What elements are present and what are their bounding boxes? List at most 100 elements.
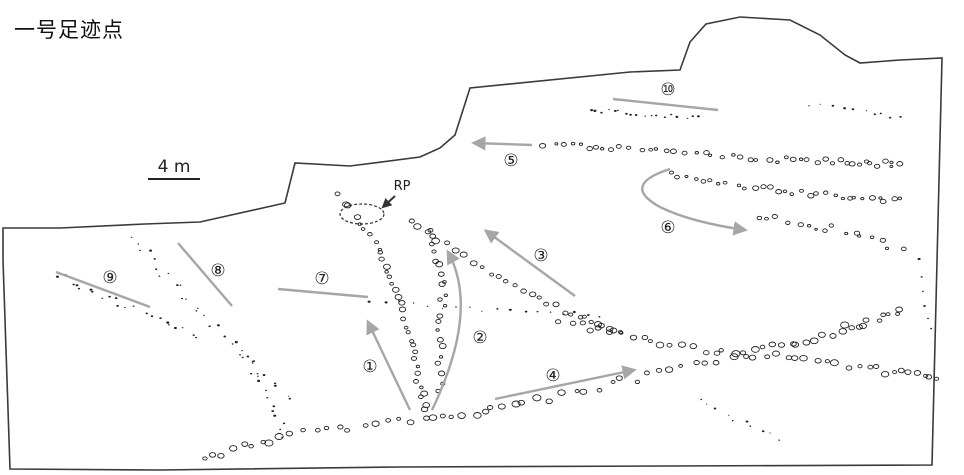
footprint xyxy=(377,250,384,255)
footprint xyxy=(777,342,786,348)
footprint xyxy=(555,319,562,325)
footprint xyxy=(435,318,442,324)
footprint xyxy=(512,283,518,288)
footprint xyxy=(703,150,710,156)
footprint xyxy=(124,306,126,309)
footprint xyxy=(828,223,834,228)
footprint xyxy=(605,325,614,332)
footprint xyxy=(802,339,811,346)
footprint xyxy=(132,305,135,307)
footprint xyxy=(892,370,898,375)
arrow-1 xyxy=(366,319,412,411)
footprint xyxy=(806,224,812,228)
footprint xyxy=(895,311,901,316)
footprint xyxy=(185,298,187,300)
footprint xyxy=(398,300,406,306)
footprint xyxy=(469,306,471,308)
trackway-label-5: ⑤ xyxy=(503,151,518,171)
footprint xyxy=(436,337,444,343)
footprint xyxy=(869,235,875,240)
footprint xyxy=(736,154,744,160)
footprint xyxy=(840,196,845,201)
footprint xyxy=(819,103,821,105)
footprint xyxy=(799,354,808,362)
footprint xyxy=(288,395,290,397)
footprint xyxy=(643,370,650,376)
footprint xyxy=(586,327,594,334)
trackway-label-6: ⑥ xyxy=(660,218,675,238)
trackway-label-2: ② xyxy=(472,328,487,348)
footprint xyxy=(853,230,861,236)
site-outline xyxy=(2,16,943,471)
footprint xyxy=(879,198,887,205)
footprint xyxy=(337,424,344,430)
footprint xyxy=(426,305,429,307)
footprint xyxy=(605,329,614,335)
footprint xyxy=(89,288,93,291)
trackway-label-3: ③ xyxy=(533,246,548,266)
footprint xyxy=(438,342,447,350)
footprint xyxy=(597,322,605,329)
footprint xyxy=(785,220,791,225)
footprint xyxy=(798,157,804,162)
footprint xyxy=(927,317,929,320)
footprint xyxy=(362,423,369,428)
footprint xyxy=(629,334,638,341)
footprint xyxy=(382,263,391,270)
footprint xyxy=(728,414,730,416)
footprint xyxy=(691,115,694,118)
reference-point-marker xyxy=(339,203,385,225)
footprint xyxy=(116,304,119,307)
site-title: 一号足迹点 xyxy=(14,18,124,42)
footprint xyxy=(625,112,628,115)
footprint xyxy=(889,116,892,119)
footprint xyxy=(371,420,380,427)
footprint xyxy=(517,399,525,406)
footprint xyxy=(437,271,445,277)
footprint xyxy=(862,317,870,323)
footprint xyxy=(814,160,821,166)
footprint xyxy=(889,160,894,165)
trackway-label-1: ① xyxy=(362,357,377,377)
footprint xyxy=(933,376,940,381)
footprint xyxy=(397,300,401,302)
footprint xyxy=(520,288,527,294)
footprint xyxy=(833,193,839,198)
footprint xyxy=(266,397,269,399)
arrow-5 xyxy=(471,136,533,151)
footprint-group xyxy=(56,103,940,461)
footprint xyxy=(615,375,623,381)
footprint xyxy=(799,188,804,193)
footprint xyxy=(663,148,670,154)
footprint xyxy=(264,439,274,447)
footprint xyxy=(608,108,610,111)
footprint xyxy=(414,370,421,376)
line-9 xyxy=(55,270,151,309)
footprint xyxy=(844,231,849,236)
footprint xyxy=(764,216,769,221)
footprint xyxy=(873,163,881,169)
footprint xyxy=(400,316,407,322)
footprint xyxy=(641,334,649,341)
footprint xyxy=(367,232,373,237)
footprint xyxy=(837,157,845,163)
footprint xyxy=(479,265,485,269)
footprint xyxy=(166,321,170,324)
footprint xyxy=(168,324,170,326)
footprint xyxy=(897,196,903,201)
footprint xyxy=(217,452,225,459)
footprint xyxy=(273,384,277,387)
footprint xyxy=(663,116,667,118)
footprint xyxy=(822,228,828,233)
arrow-4 xyxy=(494,365,637,401)
footprint xyxy=(150,315,154,318)
footprint xyxy=(262,374,266,376)
footprint xyxy=(158,275,161,277)
footprint xyxy=(857,234,862,238)
footprint xyxy=(56,275,59,278)
arrow-2 xyxy=(430,249,462,411)
footprint xyxy=(900,246,907,252)
footprint xyxy=(809,337,819,345)
footprint xyxy=(885,312,891,317)
footprint xyxy=(731,153,736,157)
